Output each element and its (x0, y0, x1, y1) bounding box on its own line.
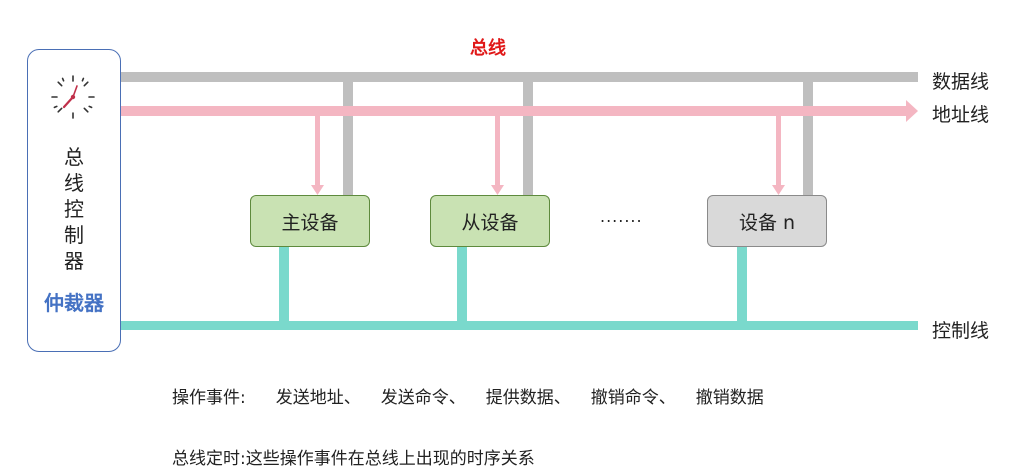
data-drop-1 (343, 73, 353, 195)
operation-events: 操作事件: 发送地址、 发送命令、 提供数据、 撤销命令、 撤销数据 (172, 383, 784, 408)
address-line (121, 100, 918, 122)
event-item: 撤销数据 (695, 388, 764, 408)
data-line (121, 72, 918, 82)
device-master-label: 主设备 (281, 211, 339, 234)
event-item: 发送地址、 (275, 388, 361, 408)
bus-controller-box (27, 49, 121, 352)
event-item: 提供数据、 (485, 388, 571, 408)
events-label: 操作事件: (172, 388, 246, 408)
bus-title: 总线 (470, 38, 506, 59)
ellipsis: ....... (600, 207, 643, 226)
address-drop-3 (772, 116, 785, 195)
control-line (121, 321, 918, 330)
control-drop-2 (457, 246, 467, 324)
device-n: 设备 n (707, 195, 827, 247)
data-line-label: 数据线 (932, 71, 990, 93)
data-drop-2 (523, 73, 533, 195)
device-slave-label: 从设备 (461, 211, 519, 234)
device-master: 主设备 (250, 195, 370, 247)
control-drop-1 (279, 246, 289, 324)
event-item: 撤销命令、 (590, 388, 676, 408)
bus-controller-label: 总 线 控 制 器 (64, 145, 84, 273)
event-item: 发送命令、 (380, 388, 466, 408)
data-drop-3 (803, 73, 813, 195)
address-drop-1 (311, 116, 324, 195)
device-n-label: 设备 n (738, 211, 796, 234)
arbiter-label: 仲裁器 (44, 291, 104, 315)
control-line-label: 控制线 (932, 320, 990, 342)
bus-timing-note: 总线定时:这些操作事件在总线上出现的时序关系 (172, 449, 535, 469)
device-slave: 从设备 (430, 195, 550, 247)
clock-icon (51, 75, 95, 119)
address-drop-2 (491, 116, 504, 195)
address-line-label: 地址线 (932, 104, 990, 126)
control-drop-3 (737, 246, 747, 324)
